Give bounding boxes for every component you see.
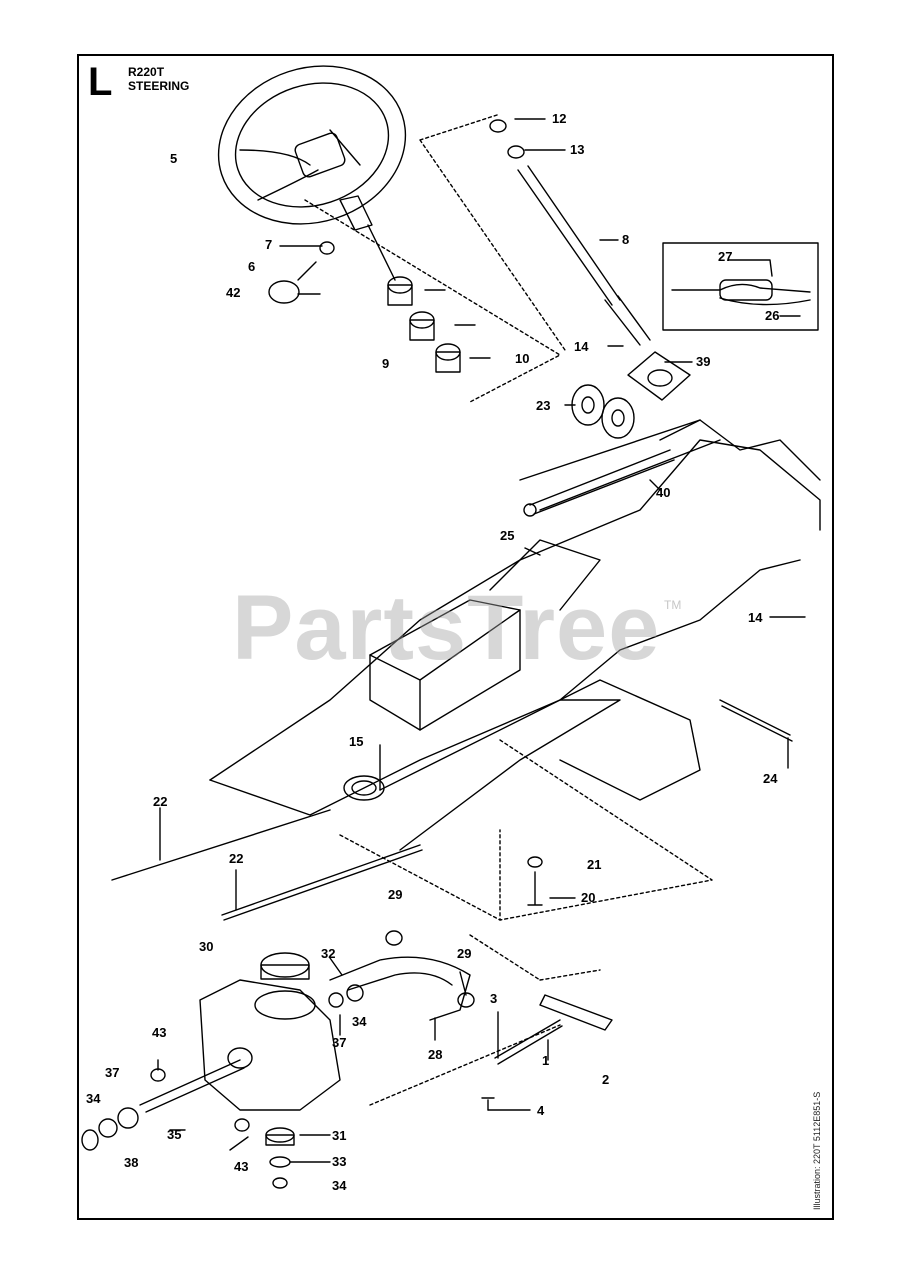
callout-6[interactable]: 6	[248, 259, 256, 274]
callout-25[interactable]: 25	[500, 528, 515, 543]
callout-32[interactable]: 32	[321, 946, 336, 961]
callout-42[interactable]: 42	[226, 285, 241, 300]
callout-39[interactable]: 39	[696, 354, 711, 369]
callout-7[interactable]: 7	[265, 237, 273, 252]
diagram-frame	[77, 54, 834, 1220]
bearing-part	[265, 1127, 295, 1189]
callout-34-bearing[interactable]: 34	[332, 1178, 347, 1193]
callout-13[interactable]: 13	[570, 142, 585, 157]
callout-38[interactable]: 38	[124, 1155, 139, 1170]
callout-29-frame[interactable]: 29	[388, 887, 403, 902]
callout-24[interactable]: 24	[763, 771, 778, 786]
callout-40[interactable]: 40	[656, 485, 671, 500]
callout-4[interactable]: 4	[537, 1103, 545, 1118]
callout-30[interactable]: 30	[199, 939, 214, 954]
callout-43-shaft[interactable]: 43	[152, 1025, 167, 1040]
callout-33[interactable]: 33	[332, 1154, 347, 1169]
callout-15[interactable]: 15	[349, 734, 364, 749]
cap-part	[268, 261, 317, 304]
callout-35[interactable]: 35	[167, 1127, 182, 1142]
callout-34-shaft[interactable]: 34	[86, 1091, 101, 1106]
pulley-part	[571, 384, 635, 439]
gear-housing-part	[199, 952, 341, 1111]
nut-part	[319, 241, 335, 255]
gear-sector-part	[343, 775, 385, 801]
callout-5[interactable]: 5	[170, 151, 178, 166]
callout-31[interactable]: 31	[332, 1128, 347, 1143]
column-bushings-part	[387, 276, 491, 373]
callout-1[interactable]: 1	[542, 1053, 550, 1068]
callout-29-arm[interactable]: 29	[457, 946, 472, 961]
washer-part	[81, 1068, 250, 1151]
steering-wheel-part	[217, 65, 407, 231]
callout-34-arm[interactable]: 34	[352, 1014, 367, 1029]
callout-2[interactable]: 2	[602, 1072, 610, 1087]
callout-21[interactable]: 21	[587, 857, 602, 872]
callout-23[interactable]: 23	[536, 398, 551, 413]
steering-shaft-part	[489, 119, 651, 346]
callout-14[interactable]: 14	[574, 339, 589, 354]
section-title: STEERING	[128, 79, 190, 93]
section-letter: L	[88, 60, 113, 104]
callout-22-link[interactable]: 22	[229, 851, 244, 866]
callout-12[interactable]: 12	[552, 111, 567, 126]
model-number: R220T	[128, 65, 165, 79]
callout-3[interactable]: 3	[490, 991, 498, 1006]
callout-37-shaft[interactable]: 37	[105, 1065, 120, 1080]
callout-8[interactable]: 8	[622, 232, 630, 247]
parts-tree-watermark: PartsTree	[232, 577, 661, 679]
callout-10[interactable]: 10	[515, 351, 530, 366]
chassis-frame-part	[209, 419, 821, 851]
callout-20[interactable]: 20	[581, 890, 596, 905]
callout-9[interactable]: 9	[382, 356, 390, 371]
callout-37-arm[interactable]: 37	[332, 1035, 347, 1050]
callout-27[interactable]: 27	[718, 249, 733, 264]
illustration-code: Illustration: 220T 5112E851-S	[812, 1091, 822, 1210]
watermark-trademark: TM	[664, 598, 682, 612]
callout-22-rod[interactable]: 22	[153, 794, 168, 809]
callout-26[interactable]: 26	[765, 308, 780, 323]
callout-28[interactable]: 28	[428, 1047, 443, 1062]
callout-43-housing[interactable]: 43	[234, 1159, 249, 1174]
callout-14-frame[interactable]: 14	[748, 610, 763, 625]
